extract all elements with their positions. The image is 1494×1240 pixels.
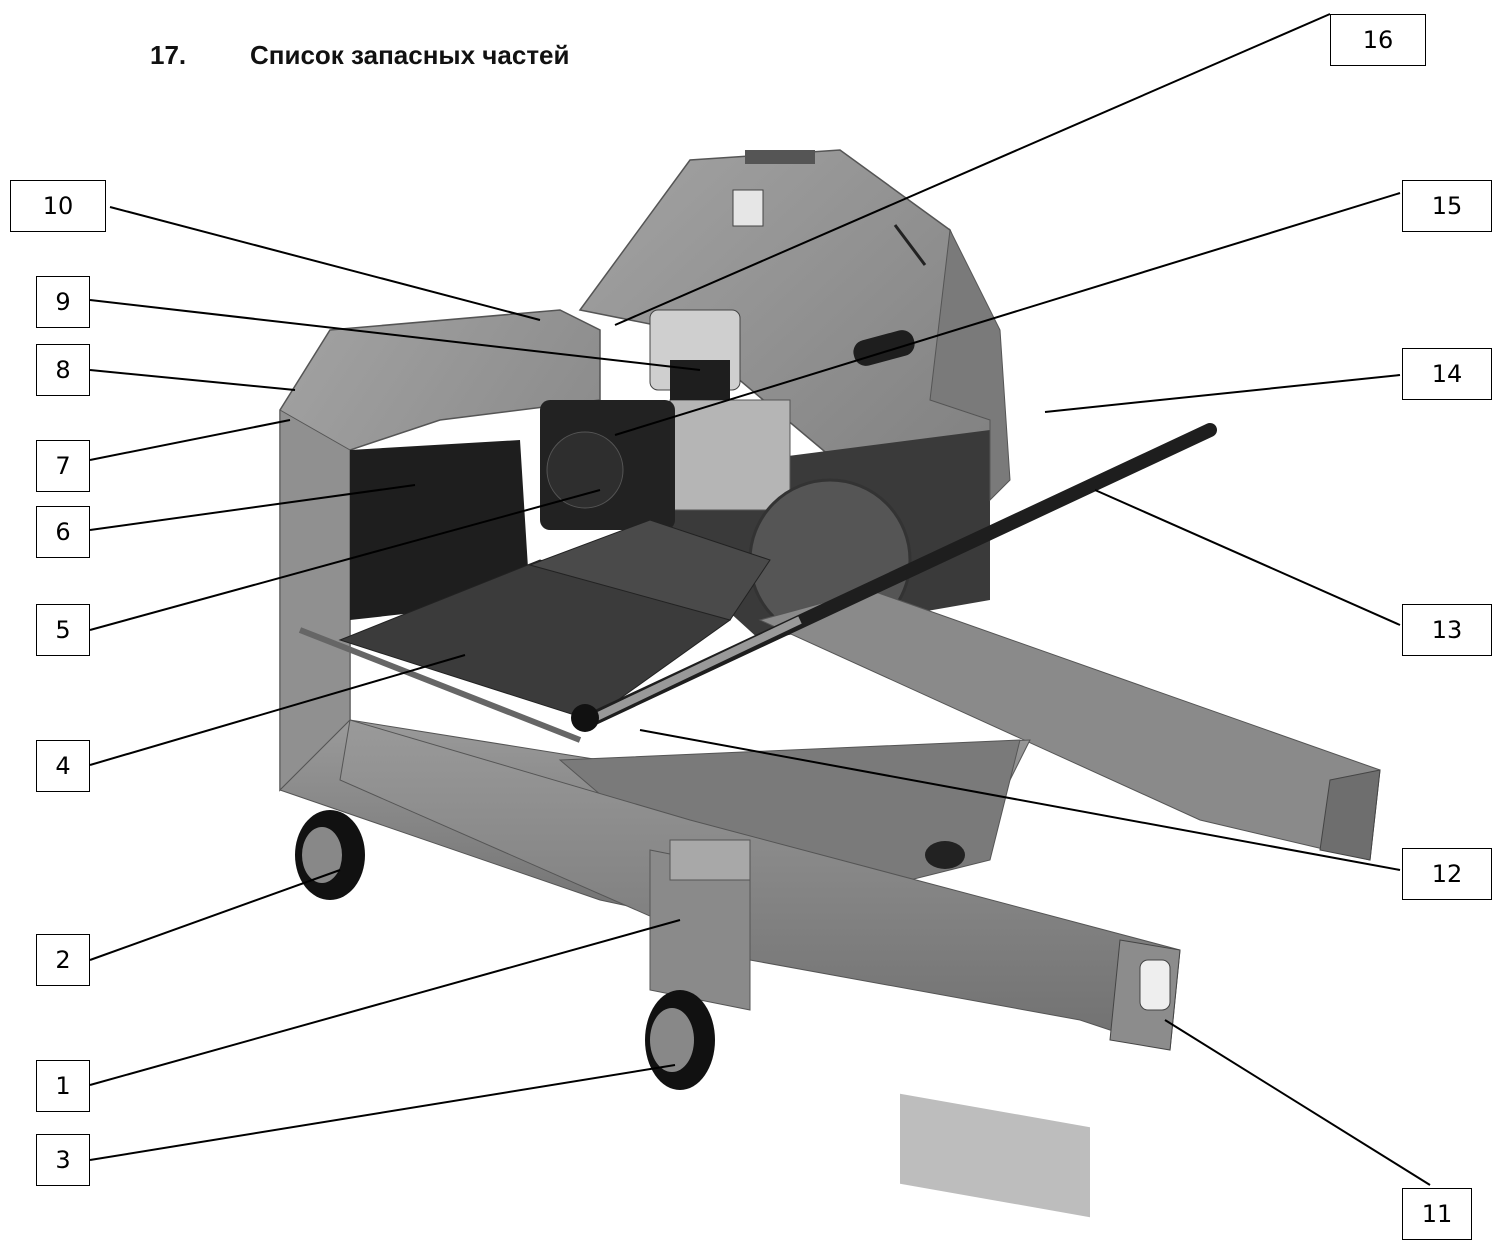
right-housing [929,228,1011,502]
leader-line-13 [1094,489,1401,626]
leader-line-11 [1164,1019,1431,1186]
callout-14: 14 [1402,348,1492,400]
leader-lines [89,13,1431,1186]
leader-line-4 [89,654,466,766]
table-rail [298,627,582,743]
leader-line-14 [1044,374,1401,413]
callout-6: 6 [36,506,90,558]
section-number: 17. [150,40,187,70]
rear-wheel [925,841,965,869]
rail-end [1319,769,1381,861]
leader-line-10 [109,206,541,321]
callout-13: 13 [1402,604,1492,656]
front-wheel-hub [650,1008,694,1072]
rotation-arrow [893,224,927,266]
motor-fan-grille [546,431,624,509]
leader-line-15 [614,192,1401,436]
push-handle-rod [588,616,802,724]
leader-line-16 [614,13,1331,326]
leader-line-1 [89,919,681,1086]
callout-16: 16 [1330,14,1426,66]
section-title: Список запасных частей [250,40,570,70]
callout-15: 15 [1402,180,1492,232]
left-wheel-hub [302,827,342,883]
callout-11: 11 [1402,1188,1472,1240]
switch-base [670,360,730,400]
motor-housing [669,399,791,511]
callout-9: 9 [36,276,90,328]
leader-line-6 [89,484,416,531]
leader-line-7 [89,419,291,461]
leader-line-2 [89,869,341,961]
back-panel [350,440,530,620]
leader-line-3 [89,1064,676,1161]
callout-10: 10 [10,180,106,232]
section-heading: 17. Список запасных частей [150,40,570,71]
handle-knob [571,704,599,732]
leader-line-8 [89,369,296,391]
beam-label-plate [900,1093,1090,1218]
callout-3: 3 [36,1134,90,1186]
leader-line-9 [89,299,701,371]
leader-line-5 [89,489,601,631]
beam-slot [1139,959,1171,1011]
callout-4: 4 [36,740,90,792]
guard-top-fitting [745,150,815,164]
callout-1: 1 [36,1060,90,1112]
callout-8: 8 [36,344,90,396]
callout-2: 2 [36,934,90,986]
leader-line-12 [639,729,1401,871]
callout-12: 12 [1402,848,1492,900]
wheel-bracket-top [669,839,751,881]
cutting-table-right [528,519,771,621]
callout-5: 5 [36,604,90,656]
guard-label-sticker [732,189,764,227]
callout-7: 7 [36,440,90,492]
